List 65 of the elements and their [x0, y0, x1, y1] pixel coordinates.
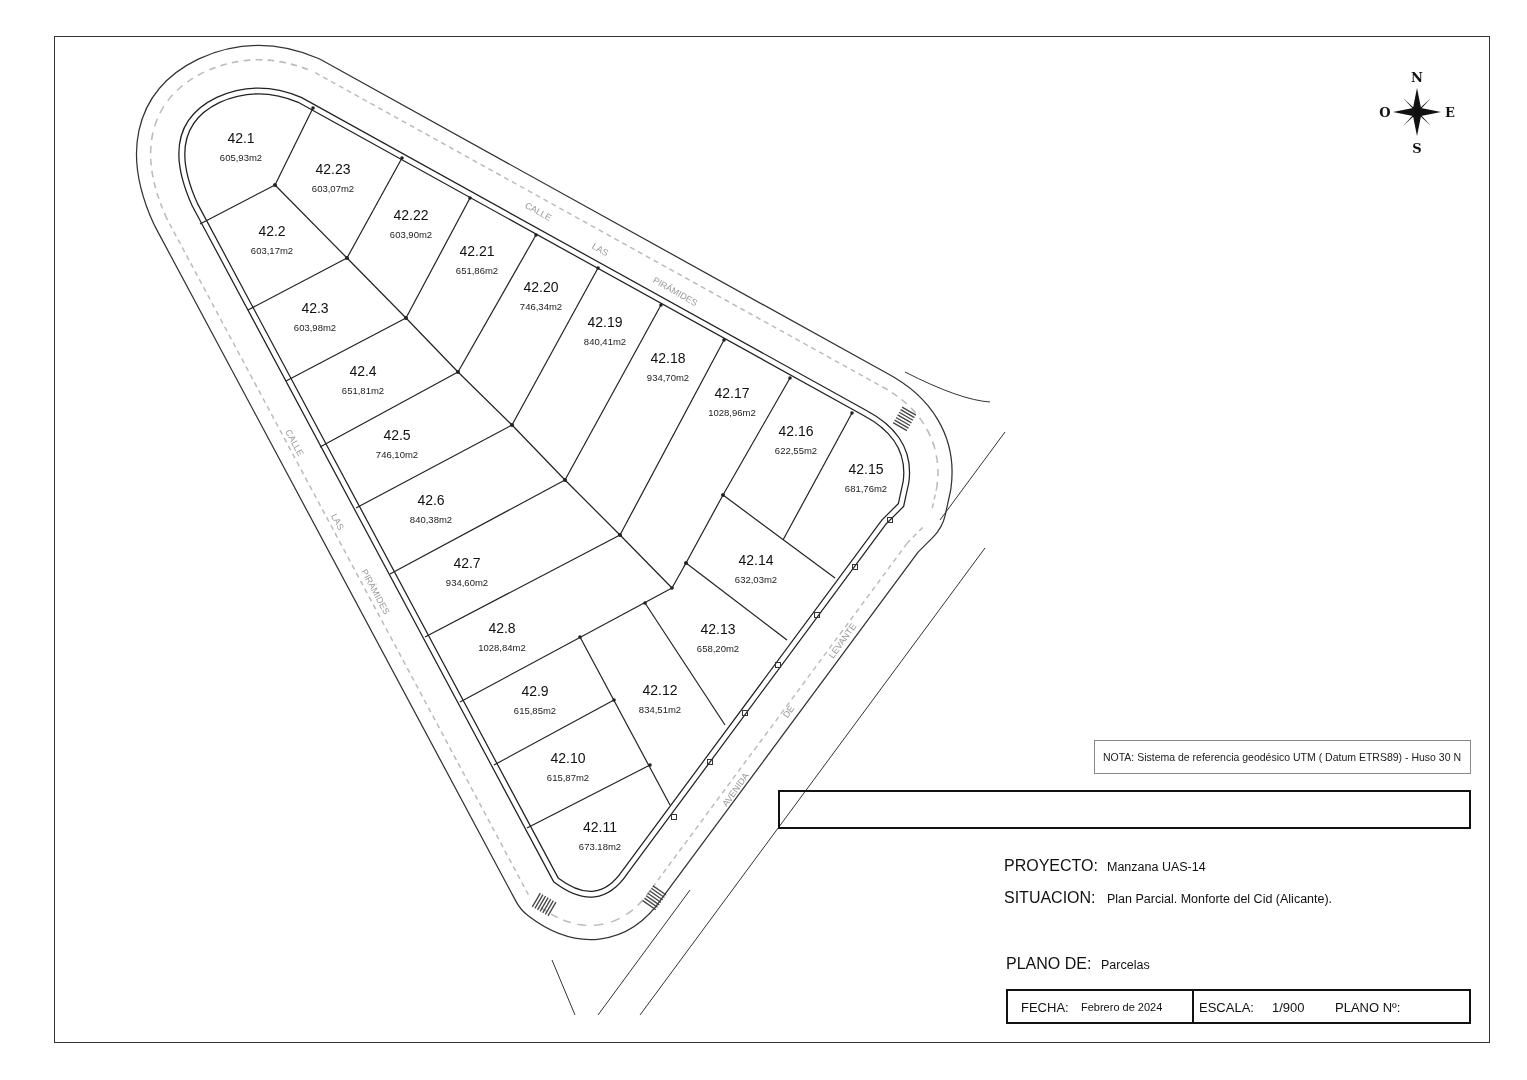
parcel-number: 42.19 — [587, 315, 623, 331]
parcel-number: 42.11 — [583, 820, 617, 836]
parcel-number: 42.15 — [848, 462, 884, 478]
parcel-number: 42.16 — [778, 424, 814, 440]
parcel-area: 934,70m2 — [646, 372, 690, 384]
parcel-area: 603,07m2 — [311, 183, 355, 195]
field-value: Febrero de 2024 — [1081, 1001, 1163, 1013]
parcel-number: 42.7 — [453, 556, 481, 572]
parcel-number: 42.23 — [315, 162, 351, 178]
parcel-number: 42.3 — [301, 301, 329, 317]
parcel-number: 42.2 — [258, 224, 286, 240]
parcel-area: 603,17m2 — [250, 245, 294, 257]
parcel-number: 42.1 — [227, 131, 255, 147]
parcel-number: 42.10 — [550, 751, 586, 767]
parcel-area: 651,81m2 — [341, 385, 385, 397]
street-name: DE — [781, 704, 797, 720]
field-label: FECHA: — [1021, 1000, 1069, 1014]
field-value: 1/900 — [1272, 1000, 1305, 1014]
field-label: PLANO DE: — [1006, 956, 1092, 972]
parcel-number: 42.14 — [738, 553, 774, 569]
compass-letter: O — [1379, 105, 1391, 119]
parcel-number: 42.12 — [642, 683, 678, 699]
parcel-area: 681,76m2 — [844, 483, 888, 495]
parcel-area: 1028,96m2 — [708, 407, 756, 419]
compass-letter: N — [1411, 70, 1423, 84]
street-name: LAS — [329, 512, 345, 532]
parcel-number: 42.20 — [523, 280, 559, 296]
parcel-area: 603,98m2 — [293, 322, 337, 334]
parcel-area: 605,93m2 — [219, 152, 263, 164]
parcel-number: 42.21 — [459, 244, 495, 260]
field-label: PLANO Nº: — [1335, 1000, 1401, 1014]
field-value: Parcelas — [1101, 958, 1150, 972]
parcel-area: 840,38m2 — [409, 514, 453, 526]
parcel-area: 632,03m2 — [734, 574, 778, 586]
field-value: Manzana UAS-14 — [1107, 860, 1206, 874]
parcel-number: 42.5 — [383, 428, 411, 444]
field-value: Plan Parcial. Monforte del Cid (Alicante). — [1107, 892, 1333, 906]
parcel-area: 622,55m2 — [774, 445, 818, 457]
parcel-area: 658,20m2 — [696, 643, 740, 655]
parcel-area: 1028,84m2 — [478, 642, 526, 654]
parcel-area: 840,41m2 — [583, 336, 627, 348]
compass-letter: S — [1412, 141, 1422, 155]
parcel-area: 746,10m2 — [375, 449, 419, 461]
parcel-number: 42.17 — [714, 386, 750, 402]
street-name: LAS — [590, 241, 610, 259]
parcel-number: 42.8 — [488, 621, 516, 637]
parcel-area: 834,51m2 — [638, 704, 682, 716]
field-label: SITUACION: — [1004, 890, 1096, 906]
note-text: NOTA: Sistema de referencia geodésico UTM ( Datum ETRS89) - Huso 30 N — [1102, 751, 1462, 763]
parcel-area: 651,86m2 — [455, 265, 499, 277]
parcel-area: 934,60m2 — [445, 577, 489, 589]
parcel-area: 615,87m2 — [546, 772, 590, 784]
compass-letter: E — [1445, 105, 1455, 119]
parcel-number: 42.6 — [417, 493, 445, 509]
field-label: PROYECTO: — [1004, 858, 1098, 874]
field-label: ESCALA: — [1199, 1000, 1254, 1014]
parcel-area: 615,85m2 — [513, 705, 557, 717]
parcel-number: 42.4 — [349, 364, 377, 380]
parcel-number: 42.13 — [700, 622, 736, 638]
parcel-number: 42.18 — [650, 351, 686, 367]
parcel-area: 673.18m2 — [578, 841, 622, 853]
parcel-area: 603,90m2 — [389, 229, 433, 241]
parcel-number: 42.9 — [521, 684, 549, 700]
parcel-area: 746,34m2 — [519, 301, 563, 313]
parcel-number: 42.22 — [393, 208, 429, 224]
